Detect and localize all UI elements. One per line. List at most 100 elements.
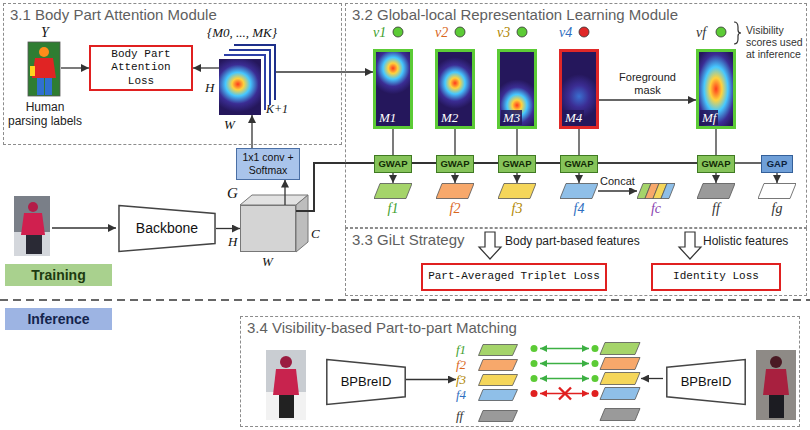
attention-map: v3M3 bbox=[497, 49, 537, 129]
node-label: BPBreID bbox=[341, 374, 392, 390]
feature-bar bbox=[498, 184, 536, 199]
node-label: GWAP bbox=[378, 158, 407, 169]
feature-bar bbox=[478, 410, 518, 422]
visibility-score: vf bbox=[696, 25, 706, 41]
feature-row: f1 bbox=[456, 343, 529, 356]
section-title: 3.1 Body Part Attention Module bbox=[10, 6, 217, 23]
node-label: GWAP bbox=[564, 158, 593, 169]
connector bbox=[61, 67, 89, 68]
gallery-picture bbox=[641, 350, 796, 420]
feature-symbol: f1 bbox=[456, 343, 474, 356]
parsing-image: YHuman parsing labels bbox=[29, 43, 61, 97]
annotation: Body part-based features bbox=[505, 234, 640, 248]
block-outline bbox=[327, 359, 405, 404]
visibility-score: v2 bbox=[435, 25, 448, 41]
tensor-faces bbox=[240, 195, 308, 252]
phase-band: Training bbox=[5, 264, 112, 287]
feature-bar bbox=[374, 183, 412, 199]
feature-tensor: G bbox=[240, 205, 296, 252]
feature-bar bbox=[498, 183, 536, 199]
annotation: W bbox=[262, 254, 273, 269]
map-symbol: Mf bbox=[700, 110, 718, 125]
attention-map: v1M1 bbox=[373, 49, 413, 129]
visibility-dots bbox=[393, 22, 741, 44]
block-outline bbox=[119, 205, 215, 251]
visibility-score: v3 bbox=[497, 25, 510, 41]
feature-bar bbox=[479, 344, 518, 355]
annotation: Visibility scores used at inference bbox=[746, 24, 806, 60]
query-picture bbox=[266, 350, 306, 420]
feature-bar bbox=[560, 183, 598, 199]
feature-symbol: f4 bbox=[456, 388, 474, 401]
pooling-box: GWAP bbox=[436, 155, 474, 172]
node-label: 1x1 conv + Softmax bbox=[241, 151, 295, 176]
feature-row: f4 bbox=[456, 388, 529, 401]
connector bbox=[454, 173, 455, 183]
module-panel: 3.1 Body Part Attention ModuleBody Part … bbox=[3, 3, 342, 145]
feature-vector: f4 bbox=[560, 183, 598, 219]
feature-symbol: ff bbox=[456, 409, 474, 422]
pooling-box: GWAP bbox=[560, 155, 598, 172]
node-label: Identity Loss bbox=[673, 270, 759, 283]
edge-label: Concat bbox=[598, 175, 637, 188]
tensor-symbol: G bbox=[227, 185, 238, 202]
annotation: W bbox=[224, 117, 235, 132]
feature-bar bbox=[479, 359, 518, 370]
annotation: C bbox=[311, 226, 320, 241]
feature-vector: fc bbox=[637, 183, 675, 219]
block-outline bbox=[667, 359, 745, 404]
training-picture bbox=[14, 196, 116, 256]
pooling-box: GAP bbox=[761, 155, 793, 172]
feature-symbol: fc bbox=[637, 200, 675, 217]
node-label: Backbone bbox=[136, 220, 198, 237]
edge-label: Foreground mask bbox=[611, 71, 685, 97]
visibility-score: v1 bbox=[373, 25, 386, 41]
feature-bar bbox=[697, 184, 735, 199]
connector bbox=[216, 228, 240, 229]
feature-vector: f1 bbox=[374, 183, 412, 219]
feature-bar bbox=[637, 183, 675, 199]
match-arrows bbox=[531, 345, 599, 400]
feature-bar bbox=[478, 359, 518, 371]
feature-symbol: f2 bbox=[436, 200, 474, 217]
parsing-picture bbox=[28, 42, 60, 96]
section-title: 3.2 Global-local Representation Learning… bbox=[352, 6, 678, 23]
feature-vector: ff bbox=[697, 183, 735, 219]
loss-box: Body Part Attention Loss bbox=[89, 45, 193, 91]
feature-symbol: f1 bbox=[374, 200, 412, 217]
feature-bar bbox=[436, 184, 474, 199]
map-symbol: M1 bbox=[377, 110, 398, 125]
feature-symbol: f4 bbox=[560, 200, 598, 217]
feature-row: f3 bbox=[456, 373, 529, 386]
model-block: BPBreID bbox=[666, 359, 746, 405]
feature-bar bbox=[758, 184, 796, 199]
node-label: GWAP bbox=[701, 158, 730, 169]
feature-bar bbox=[479, 410, 518, 421]
map-symbol: M4 bbox=[563, 110, 584, 125]
feature-vector: f2 bbox=[436, 183, 474, 219]
model-block: BPBreID bbox=[326, 359, 406, 405]
connector bbox=[454, 129, 455, 155]
feature-bar bbox=[478, 344, 518, 356]
node-label: Body Part Attention Loss bbox=[95, 48, 187, 88]
connector bbox=[193, 67, 219, 68]
visibility-score: v4 bbox=[559, 25, 572, 41]
connector bbox=[261, 71, 373, 72]
feature-symbol: f3 bbox=[456, 373, 474, 386]
feature-symbol: ff bbox=[697, 200, 735, 217]
connector bbox=[578, 129, 579, 155]
feature-symbol: f3 bbox=[498, 200, 536, 217]
feature-bar bbox=[478, 389, 518, 401]
conv-box: 1x1 conv + Softmax bbox=[236, 148, 300, 179]
annotation: H bbox=[228, 234, 237, 249]
connector bbox=[715, 173, 716, 183]
feature-bar bbox=[661, 184, 675, 199]
attention-map: v4M4 bbox=[559, 49, 599, 129]
annotation: K+1 bbox=[266, 102, 288, 116]
node-label: Part-Averaged Triplet Loss bbox=[428, 270, 600, 283]
pooling-box: GWAP bbox=[374, 155, 412, 172]
feature-bar bbox=[479, 374, 518, 385]
connector bbox=[296, 163, 436, 211]
annotation: H bbox=[205, 80, 214, 95]
